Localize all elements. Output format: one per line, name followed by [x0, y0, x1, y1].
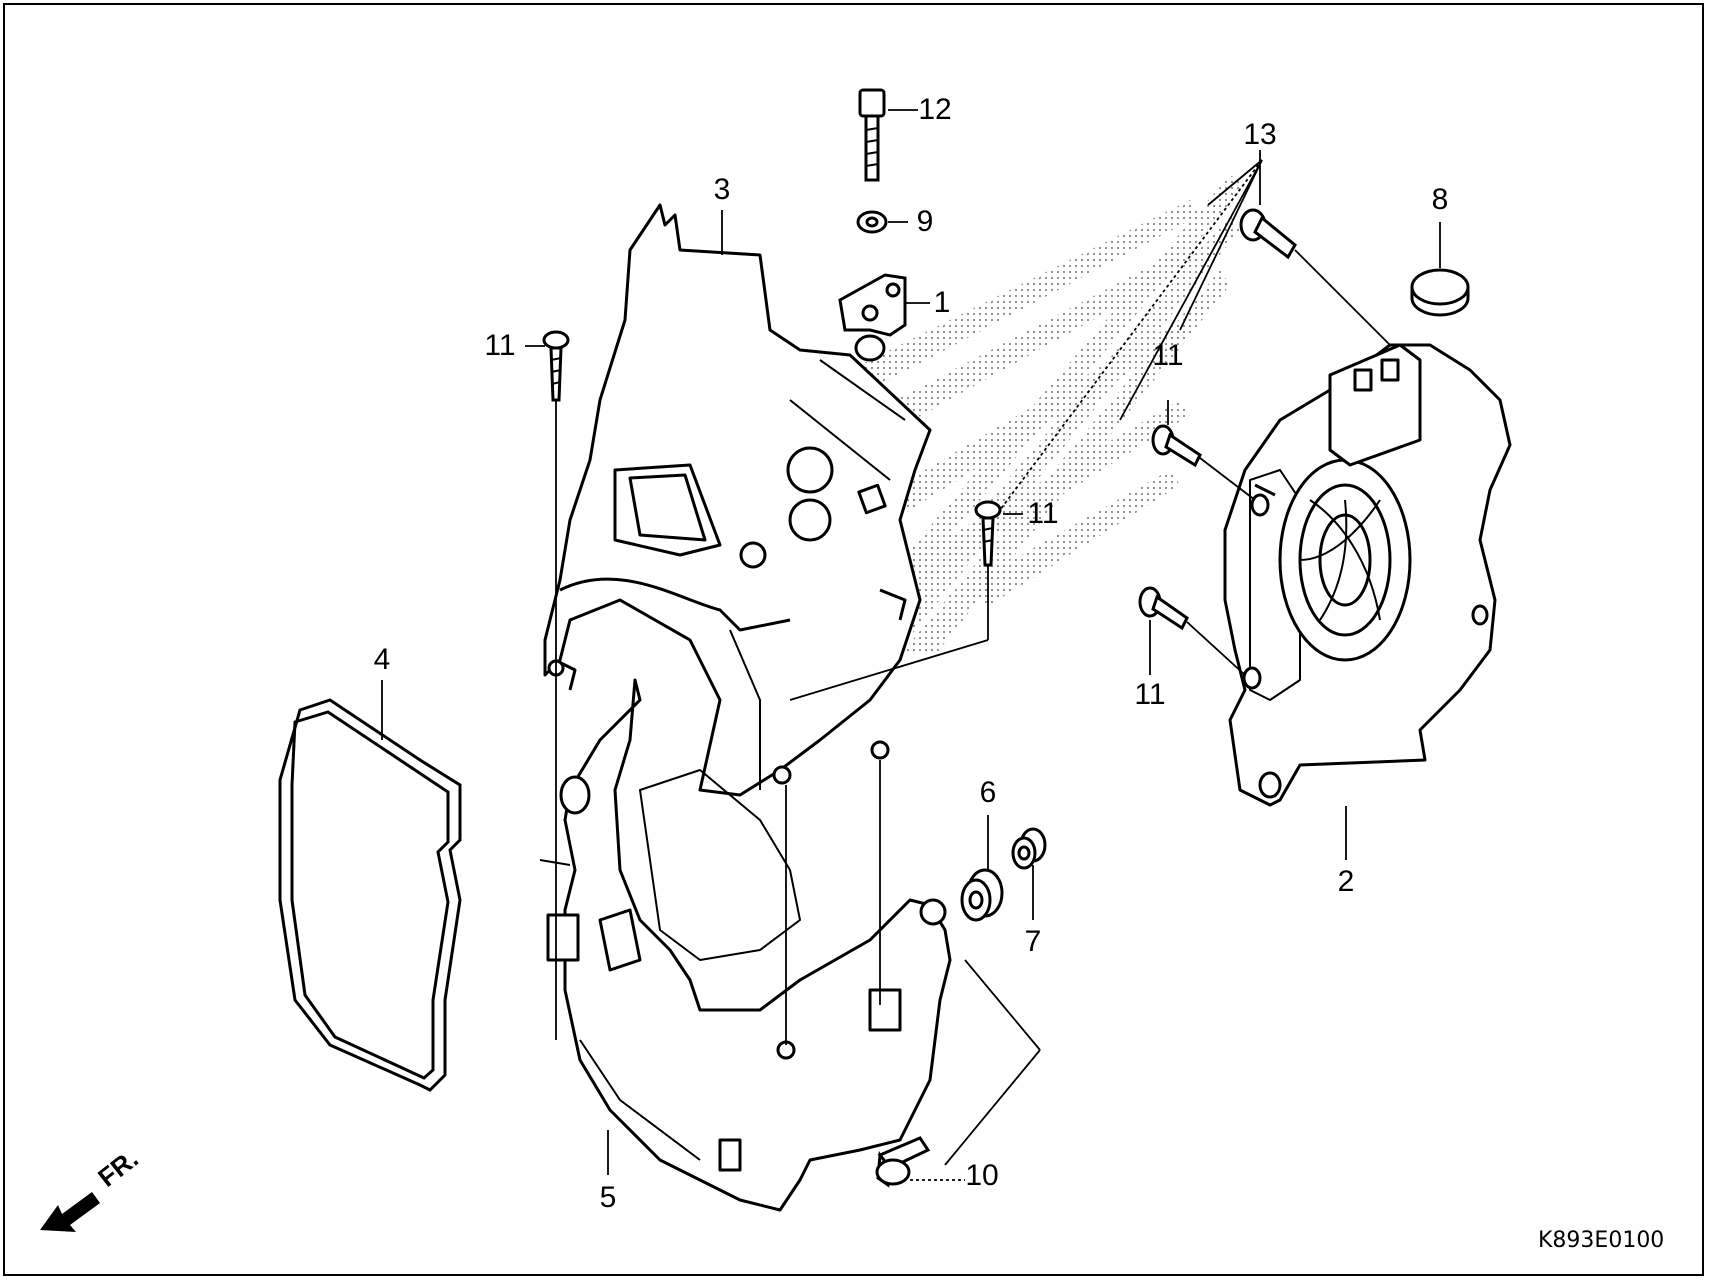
screw-11-left	[542, 330, 570, 402]
bolt-12	[858, 88, 886, 182]
callout-11-middle: 11	[1027, 497, 1059, 530]
front-direction-arrow	[40, 1192, 100, 1232]
washer-9	[856, 210, 888, 234]
diagram-code: K893E0100	[1538, 1228, 1665, 1253]
lower-air-shroud	[539, 678, 952, 1212]
callout-10: 10	[965, 1159, 999, 1192]
bolt-10	[875, 1136, 931, 1188]
callout-9: 9	[916, 205, 934, 238]
grommet-6	[960, 868, 1004, 922]
callout-7: 7	[1024, 925, 1042, 958]
collar-7	[1011, 827, 1047, 870]
callout-1: 1	[933, 286, 951, 319]
honda-wing-watermark	[820, 175, 1245, 655]
gasket	[278, 698, 462, 1092]
callout-5: 5	[599, 1181, 617, 1214]
leader-lines	[381, 109, 1441, 1181]
callout-11-left: 11	[484, 329, 516, 362]
callout-11-right-lower: 11	[1134, 678, 1166, 711]
callout-6: 6	[979, 776, 997, 809]
fan-cover	[1223, 343, 1512, 807]
bolt-13	[1239, 208, 1297, 260]
callout-12: 12	[918, 93, 952, 126]
callout-8: 8	[1431, 183, 1449, 216]
callout-13: 13	[1243, 118, 1277, 151]
callout-4: 4	[373, 643, 391, 676]
bracket	[838, 273, 907, 362]
callout-2: 2	[1337, 865, 1355, 898]
screw-11-right-lower	[1138, 586, 1189, 631]
callout-11-right-upper: 11	[1152, 339, 1184, 372]
diagram-border	[3, 3, 1704, 1276]
screw-11-middle	[974, 500, 1002, 567]
upper-air-shroud	[543, 203, 932, 797]
screw-11-right-upper	[1151, 424, 1202, 468]
cap-8	[1410, 268, 1470, 317]
callout-3: 3	[713, 173, 731, 206]
